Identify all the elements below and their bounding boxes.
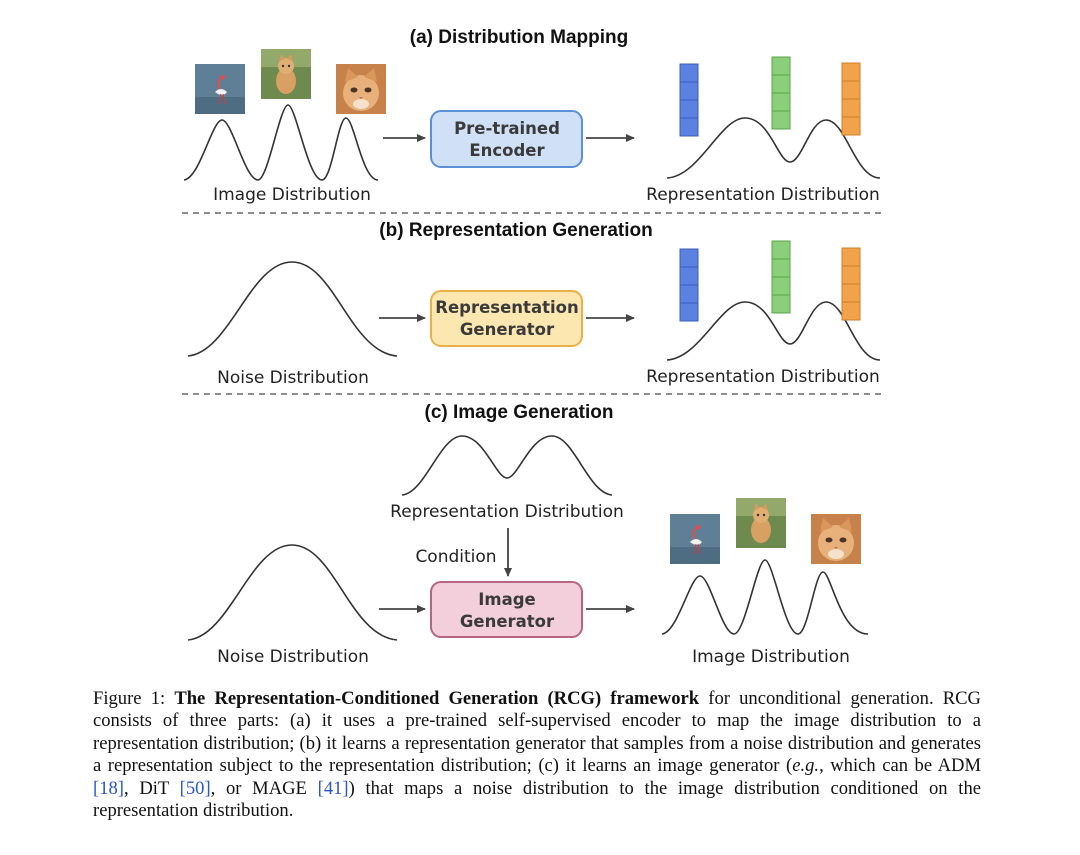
orange-token-stack-a <box>841 62 861 136</box>
image-distribution-curve <box>183 104 379 181</box>
flamingo-thumbnail <box>194 63 246 115</box>
image-generator-label-line2: Generator <box>460 612 555 631</box>
blue-token-stack-b <box>679 248 699 322</box>
blue-token-stack-a <box>679 63 699 137</box>
image-distribution-curve-output <box>661 559 869 635</box>
image-generator-label-line1: Image <box>478 590 535 609</box>
representation-distribution-curve-a <box>666 117 881 179</box>
rep-generator-label-line2: Generator <box>460 320 555 339</box>
flamingo-thumbnail-output <box>669 513 721 565</box>
image-generator-box <box>430 581 583 638</box>
caption-bold-title: The Representation-Conditioned Generatio… <box>174 688 700 709</box>
encoder-label-line2: Encoder <box>469 141 545 160</box>
caption-text-4: , or MAGE <box>210 777 318 799</box>
caption-text-1: for unconditional generation. RCG consis… <box>93 688 981 777</box>
cat-face-thumbnail-output <box>811 514 861 564</box>
citation-adm[interactable]: [18] <box>93 777 124 799</box>
noise-distribution-curve-b <box>187 261 398 357</box>
caption-text-5: ) that maps a noise distribution to the … <box>93 777 981 822</box>
condition-label: Condition <box>415 547 496 567</box>
green-token-stack-b <box>771 240 791 314</box>
cat-face-thumbnail <box>336 64 386 114</box>
rcg-figure: (a) Distribution Mapping Image Distribut… <box>182 27 883 667</box>
noise-distribution-label-c: Noise Distribution <box>217 647 369 667</box>
section-c-title: (c) Image Generation <box>425 402 614 423</box>
kitten-thumbnail-output <box>736 498 786 548</box>
noise-distribution-curve-c <box>187 544 398 641</box>
orange-token-stack-b <box>841 247 861 321</box>
section-b-title: (b) Representation Generation <box>379 220 652 241</box>
representation-distribution-label-c: Representation Distribution <box>390 502 624 522</box>
pretrained-encoder-box <box>430 110 583 168</box>
figure-caption: Figure 1: The Representation-Conditioned… <box>93 688 981 822</box>
representation-generator-box <box>430 290 583 347</box>
citation-dit[interactable]: [50] <box>179 777 211 799</box>
image-distribution-label: Image Distribution <box>213 185 371 205</box>
representation-distribution-curve-c <box>401 435 613 496</box>
image-distribution-label-output: Image Distribution <box>692 647 850 667</box>
encoder-label-line1: Pre-trained <box>454 119 560 138</box>
rep-generator-label-line1: Representation <box>435 298 578 317</box>
noise-distribution-label-b: Noise Distribution <box>217 368 369 388</box>
green-token-stack-a <box>771 56 791 130</box>
section-a-title: (a) Distribution Mapping <box>410 27 628 48</box>
representation-distribution-label-a: Representation Distribution <box>646 185 880 205</box>
caption-text-3: , DiT <box>123 777 180 799</box>
representation-distribution-label-b: Representation Distribution <box>646 367 880 387</box>
figure-label: Figure 1: <box>93 688 166 709</box>
caption-eg: e.g. <box>792 755 820 777</box>
kitten-thumbnail <box>261 49 311 99</box>
caption-text-2: , which can be ADM <box>819 755 981 777</box>
citation-mage[interactable]: [41] <box>317 777 349 799</box>
